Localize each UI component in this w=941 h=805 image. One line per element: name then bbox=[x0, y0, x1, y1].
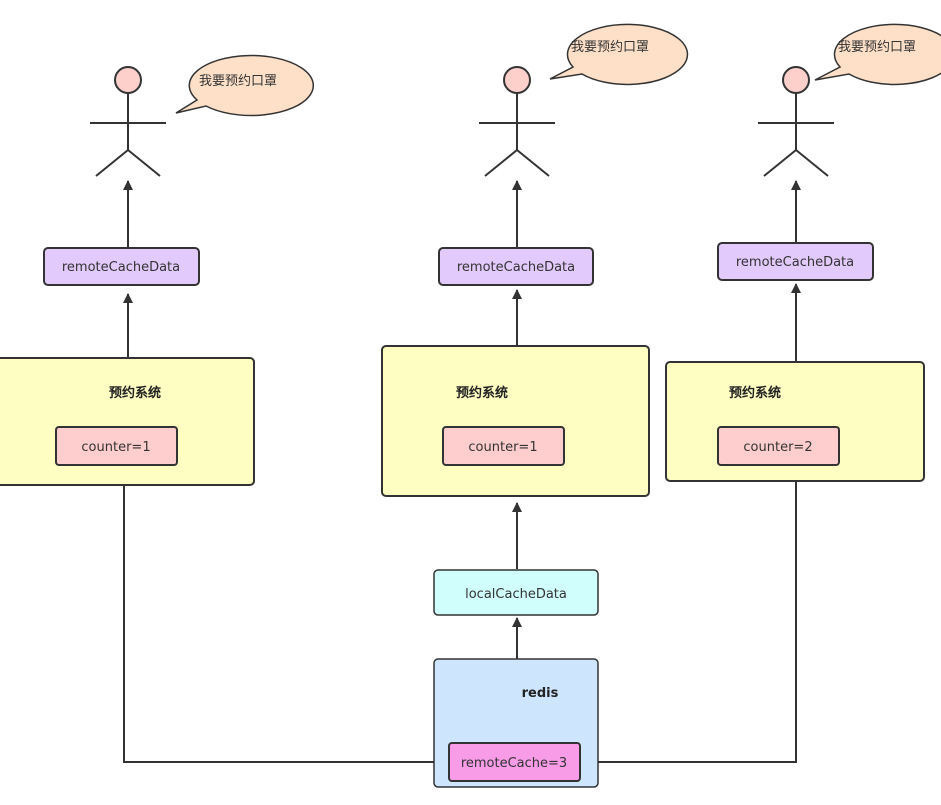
user-3 bbox=[758, 66, 834, 177]
booking-system-2: 预约系统 counter=1 bbox=[381, 345, 650, 497]
user-1 bbox=[90, 66, 166, 177]
remote-cache-data-box-2: remoteCacheData bbox=[438, 247, 594, 286]
user-head-icon bbox=[503, 66, 531, 94]
counter-box bbox=[55, 426, 178, 466]
speech-text: 我要预约口罩 bbox=[199, 74, 277, 89]
user-head-icon bbox=[782, 66, 810, 94]
arrow-system3-to-remote-cache bbox=[588, 482, 797, 767]
counter-label: counter=2 bbox=[743, 440, 812, 455]
booking-system-3: 预约系统 counter=2 bbox=[665, 361, 925, 482]
speech-text: 我要预约口罩 bbox=[838, 40, 916, 55]
remote-cache-data-label: remoteCacheData bbox=[736, 255, 854, 270]
remote-cache-label: remoteCache=3 bbox=[461, 756, 567, 771]
speech-text: 我要预约口罩 bbox=[571, 40, 649, 55]
user-2 bbox=[479, 66, 555, 177]
speech-bubble-2: 我要预约口罩 bbox=[549, 23, 689, 86]
speech-bubble-1: 我要预约口罩 bbox=[175, 54, 315, 117]
redis-title: redis bbox=[522, 686, 559, 701]
redis-box: redis remoteCache=3 bbox=[433, 658, 599, 788]
speech-bubble-3: 我要预约口罩 bbox=[814, 23, 941, 86]
remote-cache-data-label: remoteCacheData bbox=[62, 260, 180, 275]
remote-cache-data-box-1: remoteCacheData bbox=[43, 247, 200, 286]
local-cache-data-label: localCacheData bbox=[465, 587, 567, 602]
remote-cache-box bbox=[448, 742, 581, 782]
booking-system-1: 预约系统 counter=1 bbox=[0, 357, 255, 486]
remote-cache-data-box-3: remoteCacheData bbox=[717, 242, 874, 281]
counter-label: counter=1 bbox=[81, 440, 150, 455]
counter-label: counter=1 bbox=[468, 440, 537, 455]
local-cache-data-box: localCacheData bbox=[433, 569, 599, 616]
arrow-system1-to-remote-cache bbox=[123, 486, 447, 767]
system-title: 预约系统 bbox=[729, 385, 781, 401]
counter-box bbox=[442, 426, 565, 466]
remote-cache-data-label: remoteCacheData bbox=[457, 260, 575, 275]
user-head-icon bbox=[114, 66, 142, 94]
counter-box bbox=[717, 426, 840, 466]
system-title: 预约系统 bbox=[456, 385, 508, 401]
system-title: 预约系统 bbox=[109, 385, 161, 401]
